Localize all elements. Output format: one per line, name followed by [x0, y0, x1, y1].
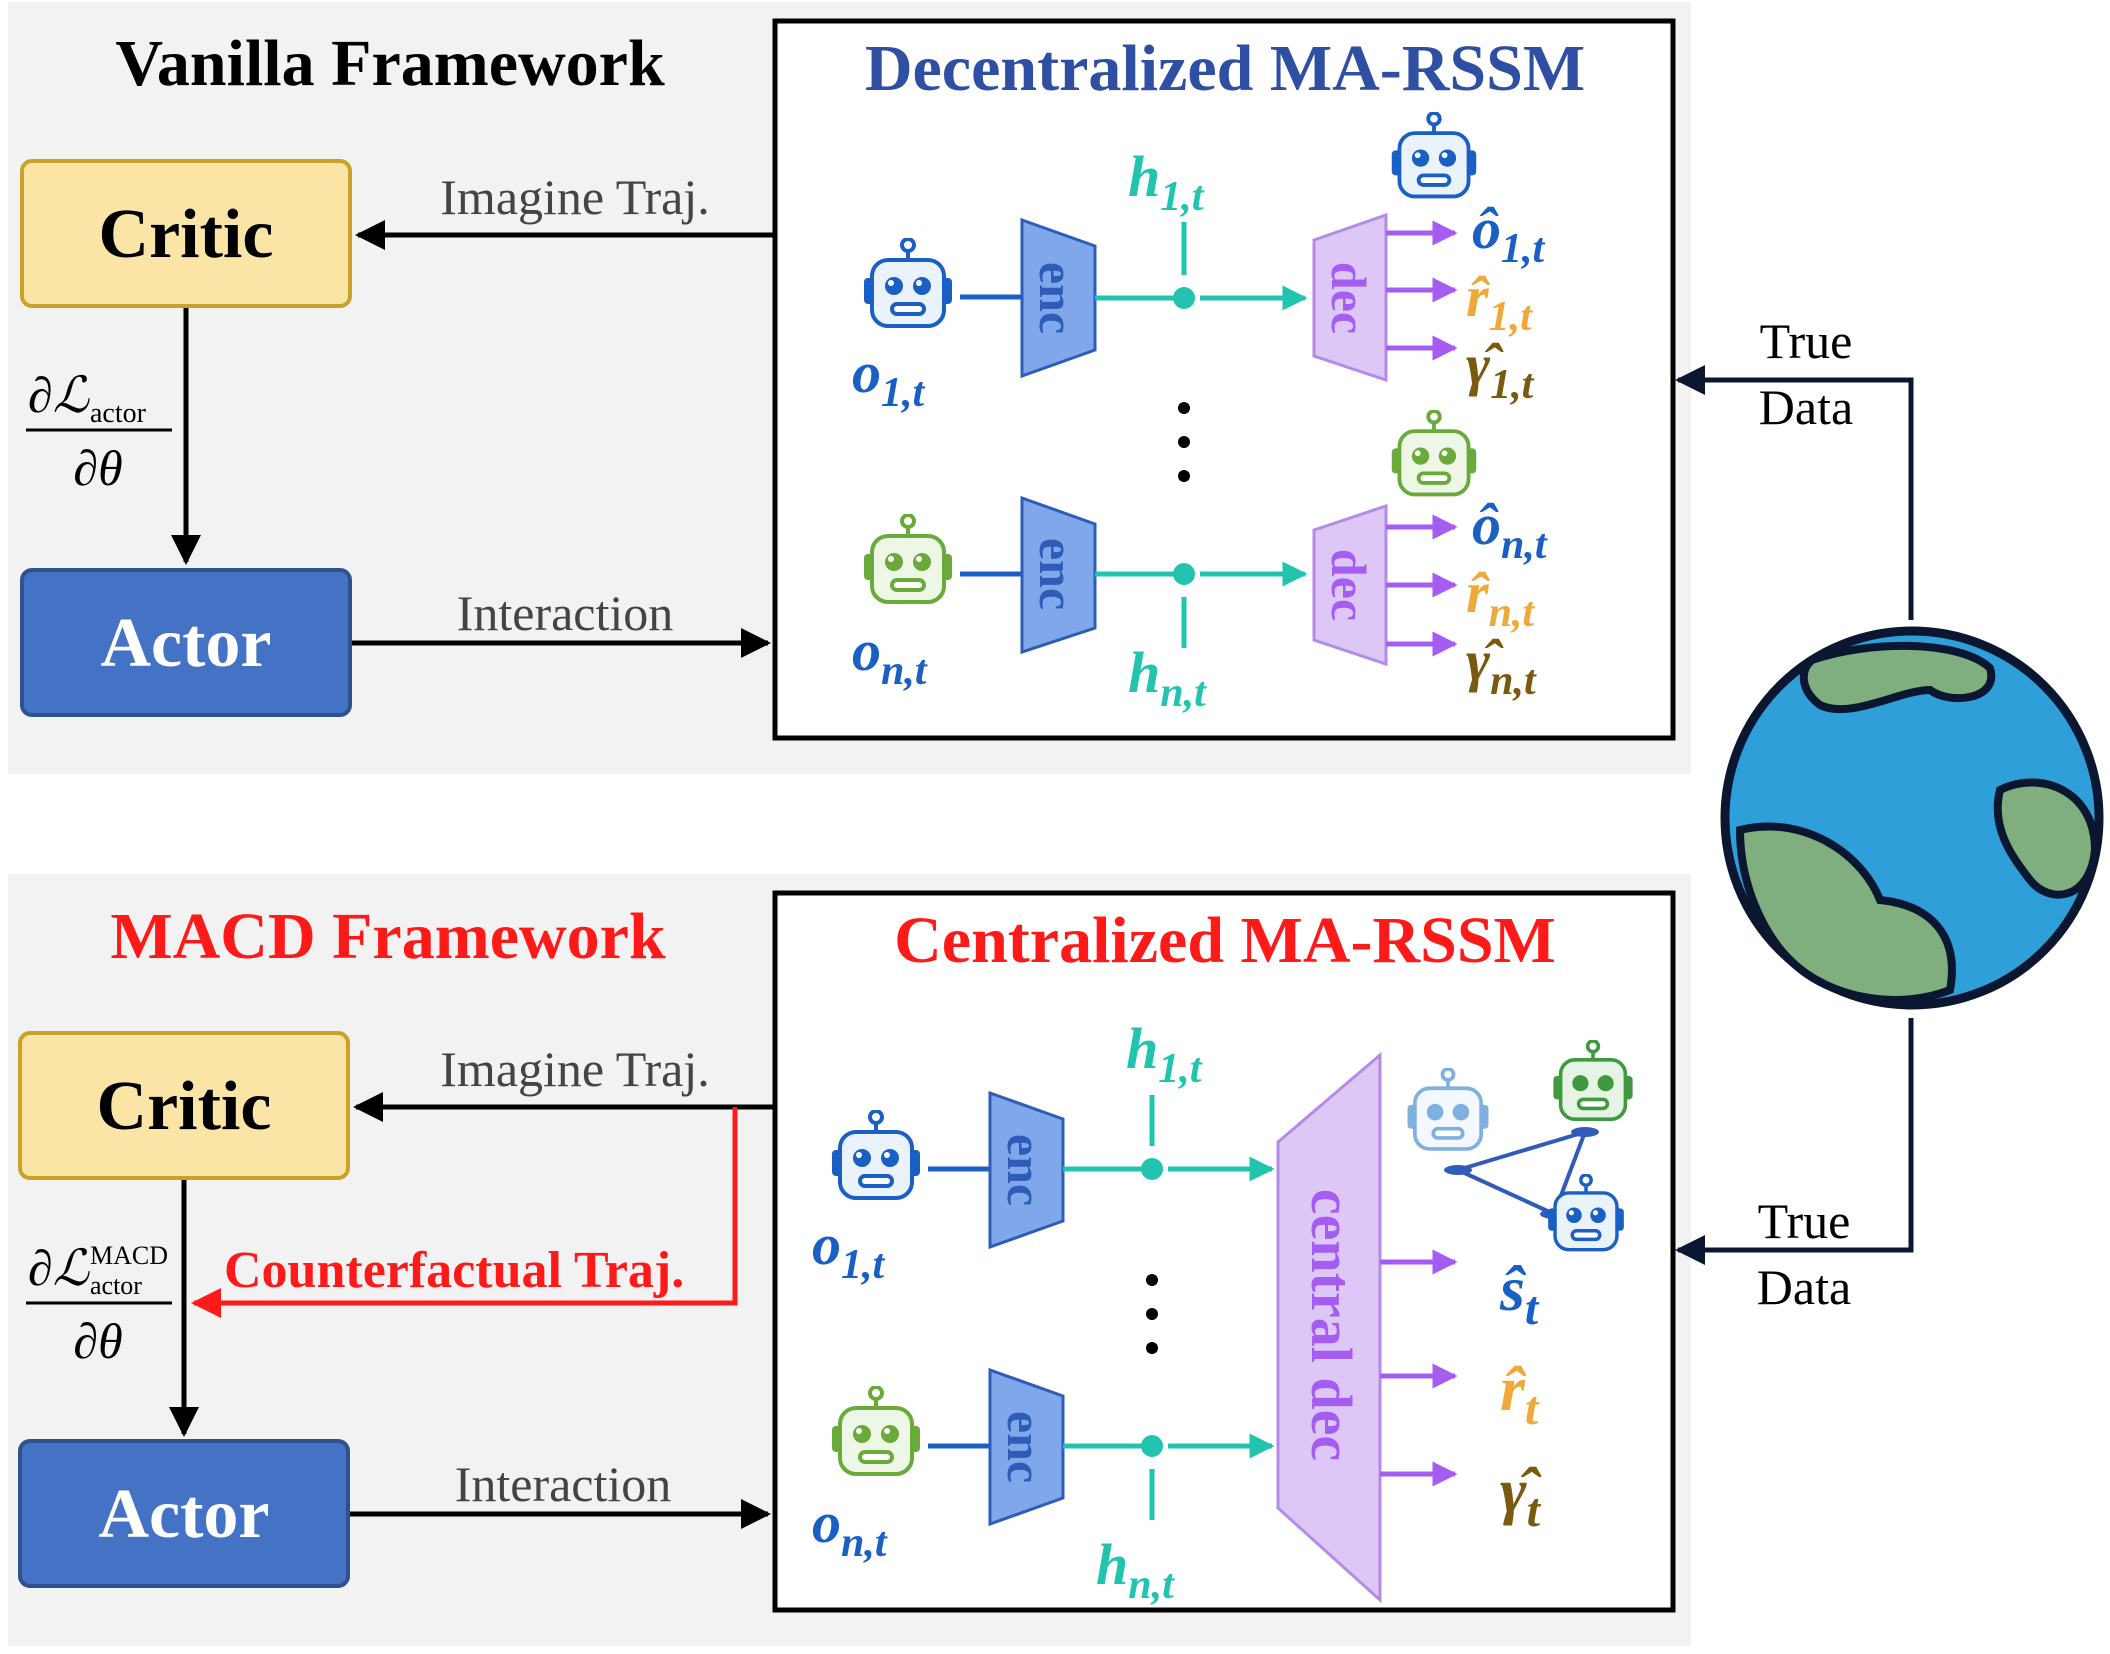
- bottom-grad-denominator: ∂θ: [73, 1313, 122, 1369]
- top-actor-label: Actor: [100, 605, 271, 682]
- top-out-n-gamma: γ̂n,t: [1466, 628, 1537, 704]
- bottom-ellipsis-dots: [1146, 1274, 1158, 1354]
- bottom-grad-subscript: actor: [90, 1271, 142, 1300]
- bottom-critic-label: Critic: [97, 1068, 272, 1145]
- top-decoder-1: [1312, 212, 1388, 383]
- top-model-box: [772, 18, 1676, 741]
- top-critic-box[interactable]: [20, 159, 352, 308]
- top-ellipsis-dots: [1178, 402, 1190, 482]
- bottom-agent-row-n: enc: [832, 1367, 1275, 1527]
- bottom-framework-title: MACD Framework: [110, 900, 666, 973]
- top-encoder-n: [1020, 495, 1097, 655]
- globe-icon: [1720, 626, 2104, 1010]
- bottom-model-box: [772, 890, 1676, 1613]
- top-out-1-reward: r̂1,t: [1466, 264, 1533, 340]
- bottom-actor-box[interactable]: [18, 1439, 350, 1588]
- bottom-grad-numerator: ∂ℒ: [28, 1240, 90, 1296]
- top-model-title: Decentralized MA-RSSM: [865, 32, 1585, 105]
- bottom-hidden-1: h1,t: [1126, 1016, 1203, 1092]
- agent-graph-icon: [1405, 1040, 1635, 1252]
- bottom-interaction-label: Interaction: [455, 1456, 672, 1512]
- bottom-counterfactual-arrow: [191, 1107, 738, 1318]
- top-obs-n: on,t: [852, 618, 928, 694]
- top-encoder-1-label: enc: [1029, 262, 1085, 334]
- bottom-model-title: Centralized MA-RSSM: [894, 904, 1556, 977]
- top-imagine-label: Imagine Traj.: [440, 169, 709, 225]
- top-actor-box[interactable]: [20, 568, 352, 717]
- top-actor-gradient: ∂ℒ actor ∂θ: [26, 367, 172, 496]
- bottom-actor-gradient: ∂ℒ MACD actor ∂θ: [26, 1240, 172, 1369]
- top-grad-numerator: ∂ℒ: [28, 367, 90, 423]
- true-data-arrow-top: [1675, 365, 1914, 620]
- top-agent-row-n: enc dec: [864, 410, 1479, 667]
- bottom-obs-n: on,t: [812, 1490, 888, 1566]
- bottom-actor-label: Actor: [98, 1476, 269, 1553]
- top-critic-label: Critic: [99, 196, 274, 273]
- top-framework-title: Vanilla Framework: [115, 27, 665, 100]
- top-decoder-n-label: dec: [1321, 549, 1377, 621]
- top-hidden-n: hn,t: [1128, 640, 1207, 716]
- top-out-n-obs: ôn,t: [1472, 492, 1548, 568]
- central-decoder: [1276, 1051, 1382, 1604]
- bottom-hidden-n: hn,t: [1096, 1532, 1175, 1608]
- top-agent-row-1: enc dec: [864, 112, 1479, 383]
- top-decoder-1-label: dec: [1321, 262, 1377, 334]
- top-hidden-1: h1,t: [1128, 144, 1205, 220]
- top-out-n-reward: r̂n,t: [1466, 560, 1535, 636]
- bottom-obs-1: o1,t: [812, 1212, 886, 1288]
- top-decoder-n: [1312, 503, 1388, 667]
- top-encoder-n-label: enc: [1029, 538, 1085, 610]
- bottom-encoder-1-label: enc: [997, 1134, 1053, 1206]
- bottom-imagine-label: Imagine Traj.: [440, 1041, 709, 1097]
- top-grad-subscript: actor: [90, 398, 147, 429]
- bottom-agent-row-1: enc: [832, 1090, 1275, 1250]
- top-grad-denominator: ∂θ: [73, 440, 122, 496]
- bottom-encoder-1: [988, 1090, 1065, 1250]
- bottom-critic-box[interactable]: [18, 1031, 350, 1180]
- top-interaction-label: Interaction: [457, 585, 674, 641]
- top-out-1-obs: ô1,t: [1472, 196, 1546, 272]
- bottom-grad-superscript: MACD: [90, 1241, 168, 1270]
- bottom-out-reward: r̂t: [1500, 1353, 1540, 1435]
- bottom-out-state: ŝt: [1499, 1253, 1540, 1335]
- bottom-encoder-n-label: enc: [997, 1411, 1053, 1483]
- true-data-arrow-bottom: [1675, 1018, 1914, 1265]
- bottom-encoder-n: [988, 1367, 1065, 1527]
- central-decoder-label: central dec: [1299, 1189, 1364, 1461]
- bottom-counterfactual-label: Counterfactual Traj.: [224, 1242, 684, 1299]
- top-encoder-1: [1020, 217, 1097, 379]
- top-obs-1: o1,t: [852, 340, 926, 416]
